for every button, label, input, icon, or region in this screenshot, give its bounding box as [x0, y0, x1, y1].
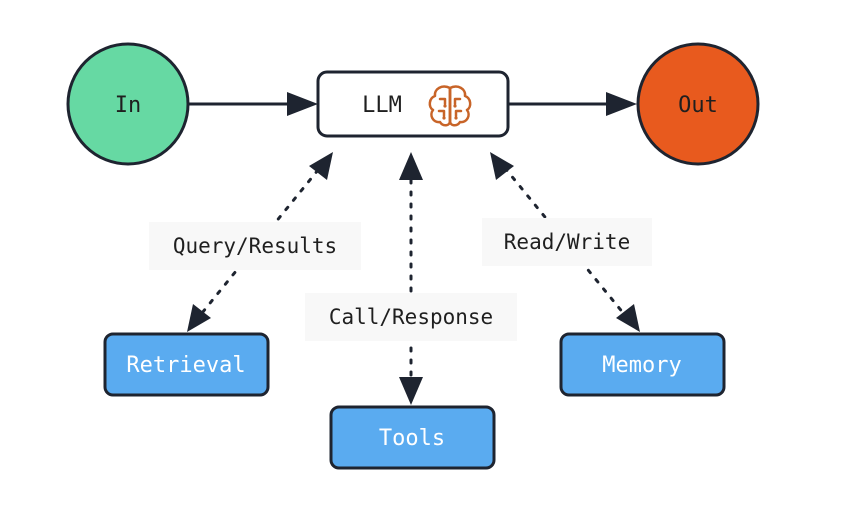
memory-node-box — [559, 332, 726, 397]
retrieval-node-label: Retrieval — [126, 353, 245, 378]
edge-label-query-results: Query/Results — [149, 222, 361, 270]
in-node-circle — [66, 42, 190, 166]
edge-llm-to-out — [508, 92, 637, 116]
edge-llm-tools — [399, 152, 423, 405]
in-node[interactable]: In — [66, 42, 190, 166]
tools-node-box — [329, 405, 496, 470]
edge-in-to-llm — [188, 92, 318, 116]
tools-node[interactable]: Tools — [329, 405, 496, 470]
edge-llm-retrieval — [187, 152, 333, 332]
edge-label-call-response: Call/Response — [305, 293, 517, 341]
out-node-circle — [636, 42, 760, 166]
llm-node[interactable]: LLM — [316, 70, 510, 138]
out-node[interactable]: Out — [636, 42, 760, 166]
llm-node-label: LLM — [362, 93, 402, 118]
out-node-label: Out — [678, 93, 718, 118]
read-write-label: Read/Write — [504, 230, 630, 254]
call-response-label: Call/Response — [329, 305, 493, 329]
retrieval-node[interactable]: Retrieval — [103, 332, 270, 397]
edge-llm-memory — [490, 152, 640, 332]
llm-node-box — [316, 70, 510, 138]
edge-label-read-write: Read/Write — [482, 218, 652, 266]
tools-node-label: Tools — [379, 426, 445, 451]
retrieval-node-box — [103, 332, 270, 397]
memory-node[interactable]: Memory — [559, 332, 726, 397]
brain-icon — [428, 85, 472, 127]
memory-node-label: Memory — [602, 353, 681, 378]
in-node-label: In — [115, 93, 142, 118]
query-results-label: Query/Results — [173, 234, 337, 258]
